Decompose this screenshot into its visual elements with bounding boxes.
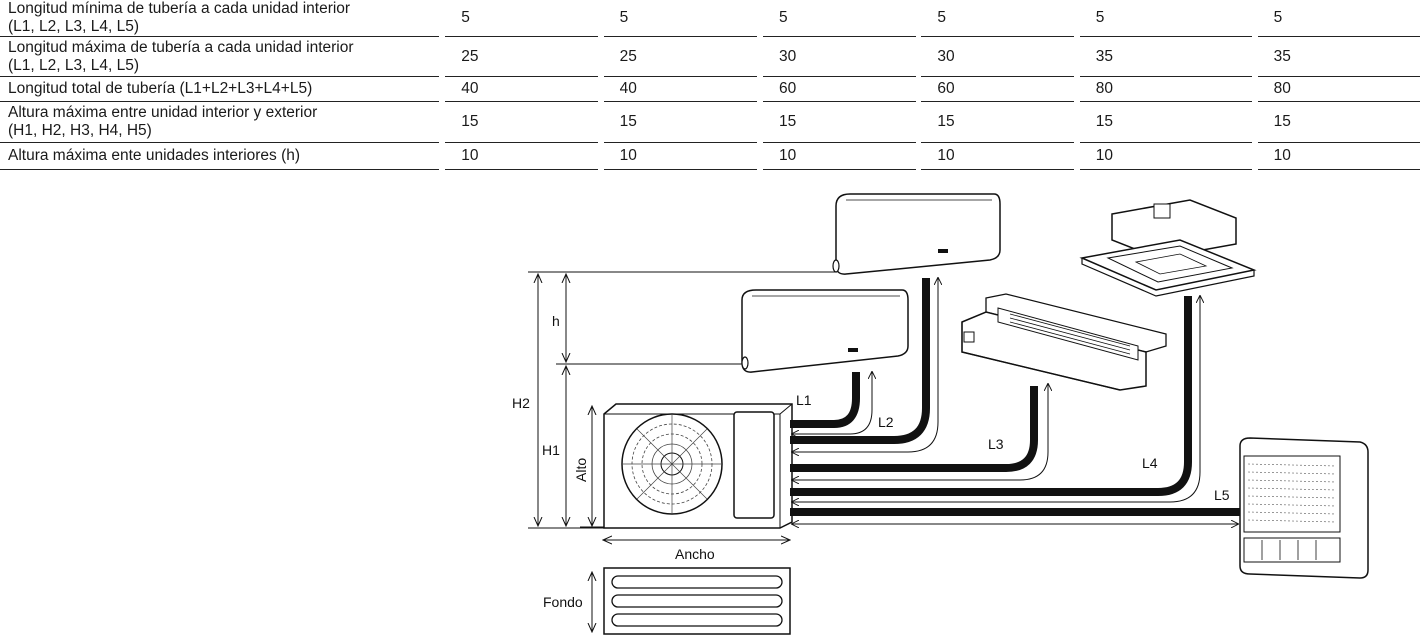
cell-value: 15 bbox=[1257, 101, 1420, 143]
cell-value: 15 bbox=[1079, 101, 1252, 143]
brand-logo bbox=[848, 348, 858, 352]
table-row: Altura máxima entre unidad interior y ex… bbox=[0, 101, 1420, 143]
cell-value: 80 bbox=[1079, 76, 1252, 102]
cell-value: 5 bbox=[921, 0, 1074, 37]
cell-value: 35 bbox=[1257, 36, 1420, 77]
alto-label: Alto bbox=[573, 458, 589, 482]
row-label: Altura máxima entre unidad interior y ex… bbox=[0, 101, 440, 143]
L5-label: L5 bbox=[1214, 487, 1230, 503]
cell-value: 5 bbox=[603, 0, 758, 37]
table-row: Longitud máxima de tubería a cada unidad… bbox=[0, 36, 1420, 77]
installation-diagram: h H2 H1 Alto Ancho Fondo bbox=[512, 193, 1369, 635]
cassette-unit bbox=[1079, 199, 1257, 297]
cell-value: 35 bbox=[1079, 36, 1252, 77]
L4-label: L4 bbox=[1142, 455, 1158, 471]
cell-value: 5 bbox=[1257, 0, 1420, 37]
cell-value: 30 bbox=[921, 36, 1074, 77]
table-row: Altura máxima ente unidades interiores (… bbox=[0, 142, 1420, 170]
cell-value: 5 bbox=[445, 0, 598, 37]
cell-value: 25 bbox=[603, 36, 758, 77]
cell-value: 40 bbox=[603, 76, 758, 102]
row-label: Altura máxima ente unidades interiores (… bbox=[0, 142, 440, 170]
L3-label: L3 bbox=[988, 436, 1004, 452]
ancho-label: Ancho bbox=[675, 546, 715, 562]
wall-split-unit-lower bbox=[741, 289, 909, 373]
L1-label: L1 bbox=[796, 392, 812, 408]
brand-logo bbox=[938, 249, 948, 253]
cell-value: 15 bbox=[921, 101, 1074, 143]
cell-value: 15 bbox=[603, 101, 758, 143]
cell-value: 10 bbox=[763, 142, 916, 170]
cell-value: 80 bbox=[1257, 76, 1420, 102]
wall-split-unit-upper bbox=[832, 193, 1001, 275]
cell-value: 10 bbox=[921, 142, 1074, 170]
cell-value: 25 bbox=[445, 36, 598, 77]
row-label: Longitud máxima de tubería a cada unidad… bbox=[0, 36, 440, 77]
pipe-spec-table: Longitud mínima de tubería a cada unidad… bbox=[0, 0, 1420, 170]
table-row: Longitud mínima de tubería a cada unidad… bbox=[0, 0, 1420, 37]
H2-label: H2 bbox=[512, 395, 530, 411]
H1-label: H1 bbox=[542, 442, 560, 458]
height-dimensions bbox=[528, 271, 836, 632]
cell-value: 10 bbox=[1257, 142, 1420, 170]
fondo-label: Fondo bbox=[543, 594, 583, 610]
cell-value: 5 bbox=[1079, 0, 1252, 37]
row-label: Longitud total de tubería (L1+L2+L3+L4+L… bbox=[0, 76, 440, 102]
cell-value: 10 bbox=[1079, 142, 1252, 170]
outdoor-unit bbox=[603, 403, 793, 529]
refrigerant-pipes bbox=[790, 278, 1240, 524]
h-label: h bbox=[552, 313, 560, 329]
duct-unit bbox=[961, 293, 1167, 391]
cell-value: 10 bbox=[445, 142, 598, 170]
cell-value: 60 bbox=[763, 76, 916, 102]
cell-value: 10 bbox=[603, 142, 758, 170]
table-row: Longitud total de tubería (L1+L2+L3+L4+L… bbox=[0, 76, 1420, 102]
cell-value: 15 bbox=[445, 101, 598, 143]
cell-value: 15 bbox=[763, 101, 916, 143]
cell-value: 30 bbox=[763, 36, 916, 77]
cell-value: 40 bbox=[445, 76, 598, 102]
cell-value: 60 bbox=[921, 76, 1074, 102]
row-label: Longitud mínima de tubería a cada unidad… bbox=[0, 0, 440, 37]
cell-value: 5 bbox=[763, 0, 916, 37]
L2-label: L2 bbox=[878, 414, 894, 430]
floor-console-unit bbox=[1239, 437, 1369, 579]
outdoor-unit-top-view bbox=[603, 567, 791, 635]
